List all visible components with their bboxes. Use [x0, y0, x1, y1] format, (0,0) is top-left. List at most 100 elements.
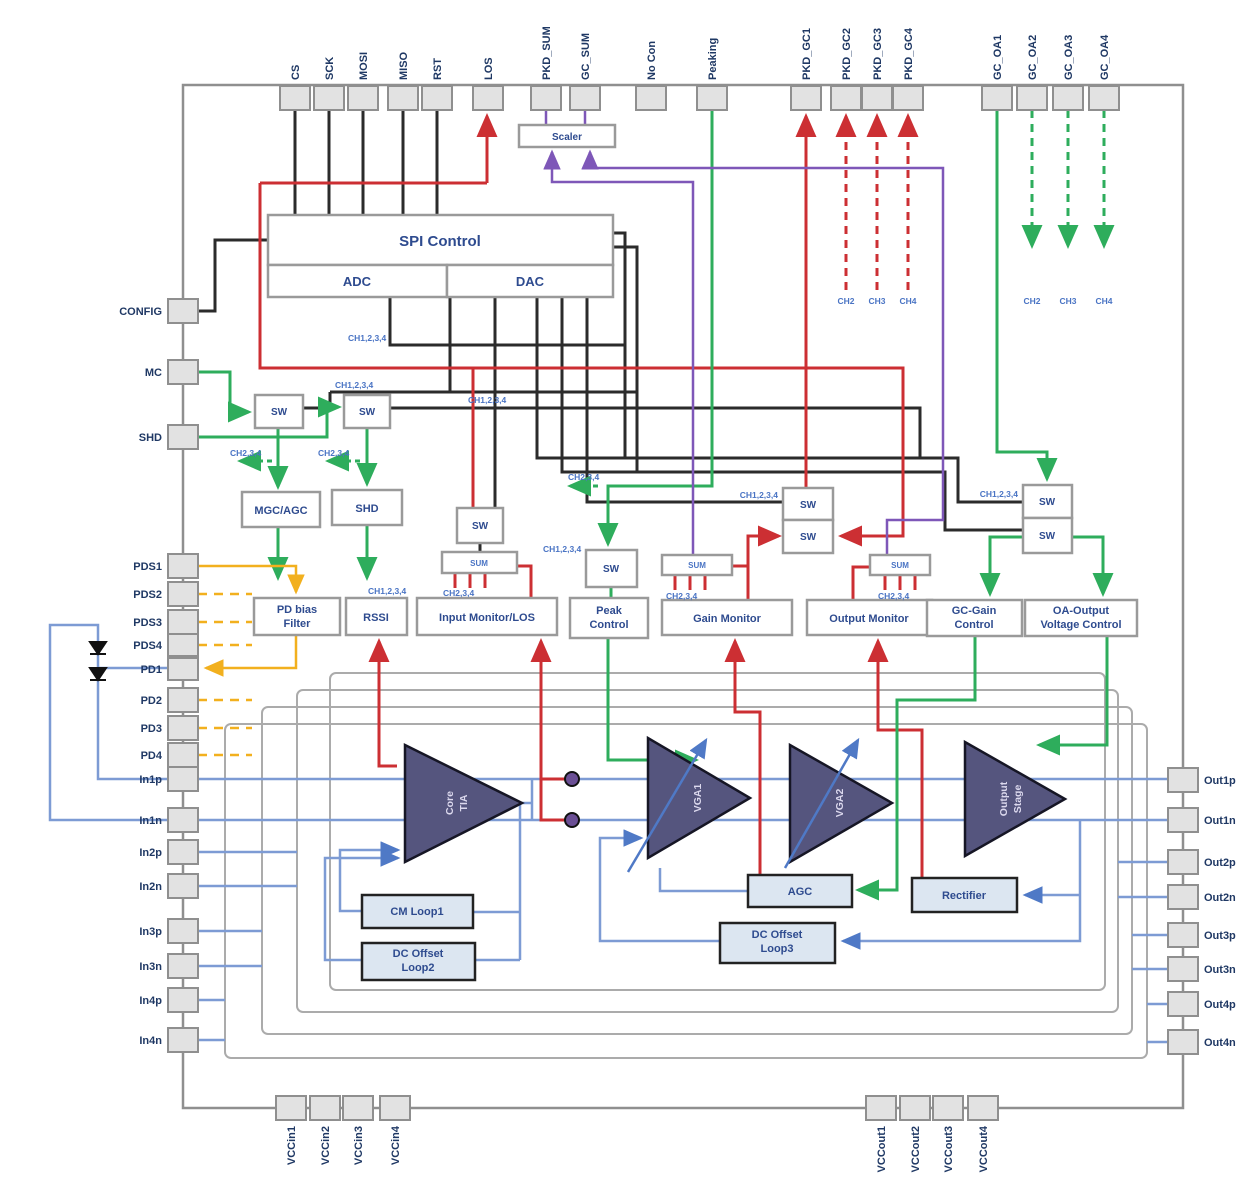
- pkd-gc4-label: PKD_GC4: [903, 27, 915, 80]
- sum3-ch234-label: CH2,3,4: [878, 591, 909, 601]
- pin-mc: [167, 359, 199, 385]
- output-stage-amp: [963, 739, 1068, 859]
- core-tia-label1: Core: [444, 791, 456, 815]
- dc-loop2-return: [323, 849, 401, 962]
- pin-los: [472, 85, 504, 111]
- bus4-label: CH1,2,3,4: [740, 490, 779, 500]
- bus-labels: CH1,2,3,4 CH1,2,3,4 CH1,2,3,4 CH1,2,3,4 …: [230, 296, 1113, 601]
- out2p-label: Out2p: [1204, 857, 1236, 869]
- pin-no-con: [635, 85, 667, 111]
- in3p-label: In3p: [139, 926, 162, 938]
- red-monitor-wires: [258, 113, 924, 877]
- core-tia-label2: TIA: [458, 794, 470, 811]
- peak-control-block: [568, 596, 650, 640]
- rst-label: RST: [432, 58, 444, 80]
- pds1-wire: [198, 564, 305, 595]
- sum2-ticks: [673, 575, 707, 590]
- out4n-label: Out4n: [1204, 1037, 1236, 1049]
- amplifiers: [403, 735, 1068, 865]
- sum1-block: [440, 550, 519, 575]
- pin-miso: [387, 85, 419, 111]
- pin-out4p: [1167, 991, 1199, 1017]
- pin-in4n: [167, 1027, 199, 1053]
- pin-gc-oa3: [1052, 85, 1084, 111]
- loop3-input: [840, 820, 1082, 950]
- input-monitor-label: Input Monitor/LOS: [439, 612, 535, 624]
- vga2-amp: [788, 742, 895, 865]
- bus2-label: CH1,2,3,4: [335, 380, 374, 390]
- cm-loop1-block: [360, 893, 475, 930]
- miso-label: MISO: [398, 51, 410, 80]
- photodiode-symbols: [88, 641, 108, 682]
- pin-in3p: [167, 918, 199, 944]
- sw3-block: [455, 506, 505, 545]
- spi-label: SPI Control: [399, 233, 481, 250]
- pin-in3n: [167, 953, 199, 979]
- sw6-label: SW: [800, 532, 817, 543]
- purple-sum-wires: [543, 110, 945, 555]
- gc-oa1-label: GC_OA1: [992, 35, 1004, 80]
- pin-gc-oa2: [1016, 85, 1048, 111]
- sum2-block: [660, 553, 734, 577]
- vccin2-label: VCCin2: [320, 1126, 332, 1165]
- in1p-label: In1p: [139, 774, 162, 786]
- dc-loop2-label1: DC Offset: [393, 948, 444, 960]
- black-bus-wires: [198, 110, 1023, 552]
- rssi-ch-label: CH1,2,3,4: [368, 586, 407, 596]
- vga1-label: VGA1: [692, 784, 704, 813]
- pin-pd4: [167, 742, 199, 768]
- sw2-block: [342, 393, 392, 430]
- pin-vccin1: [275, 1095, 307, 1121]
- junction-dot-p: [564, 771, 580, 787]
- gain-monitor-label: Gain Monitor: [693, 613, 762, 625]
- pd-bias-filter-block: [252, 596, 342, 637]
- red-main-bus: [258, 183, 905, 547]
- bus-458: [535, 297, 1023, 504]
- pdbias-to-pd1: [203, 635, 298, 677]
- in4p-label: In4p: [139, 995, 162, 1007]
- out3p-label: Out3p: [1204, 930, 1236, 942]
- logic-blocks: [240, 123, 1139, 640]
- pin-pds1: [167, 553, 199, 579]
- peak-label2: Control: [589, 619, 628, 631]
- pd1-label: PD1: [141, 664, 162, 676]
- pds4-label: PDS4: [133, 640, 163, 652]
- gain-arrows: [626, 737, 860, 873]
- peaking-ch234-label: CH2,3,4: [568, 472, 599, 482]
- vga2-label: VGA2: [834, 789, 846, 818]
- sum3-to-outputmon: [851, 565, 870, 600]
- adc-block: [266, 263, 449, 299]
- out2n-label: Out2n: [1204, 892, 1236, 904]
- pin-cs: [279, 85, 311, 111]
- agc-block: [746, 873, 854, 909]
- oa-output-label1: OA-Output: [1053, 605, 1110, 617]
- pd-bias-label2: Filter: [284, 618, 312, 630]
- gain-monitor-block: [660, 598, 794, 637]
- sw2-label: SW: [359, 407, 376, 418]
- sw6-block: [781, 518, 835, 555]
- block-labels: SPI Control ADC DAC Scaler SW SW SW SW S…: [254, 132, 1121, 974]
- shd-block-label: SHD: [355, 503, 378, 515]
- cs-label: CS: [290, 65, 302, 80]
- pin-peaking: [696, 85, 728, 111]
- pd3-label: PD3: [141, 723, 162, 735]
- pin-in4p: [167, 987, 199, 1013]
- sum3-to-scaler: [581, 149, 945, 555]
- oa-output-control-block: [1023, 598, 1139, 638]
- pin-pds2: [167, 581, 199, 607]
- pd4-label: PD4: [141, 750, 163, 762]
- sw2-bus: [390, 406, 922, 458]
- pkd-ch2-label: CH2: [837, 296, 854, 306]
- sum3-label: SUM: [891, 561, 909, 570]
- channel-boxes: [224, 672, 1148, 1059]
- pin-pkd-sum: [530, 85, 562, 111]
- out3n-label: Out3n: [1204, 964, 1236, 976]
- pin-pd2: [167, 687, 199, 713]
- oa-to-outputstage: [1036, 636, 1109, 756]
- rectifier-label: Rectifier: [942, 890, 987, 902]
- sw2-ch234-label: CH2,3,4: [318, 448, 349, 458]
- sum1-label: SUM: [470, 559, 488, 568]
- pkd-ch3-label: CH3: [868, 296, 885, 306]
- pkd-sum-label: PKD_SUM: [541, 26, 553, 80]
